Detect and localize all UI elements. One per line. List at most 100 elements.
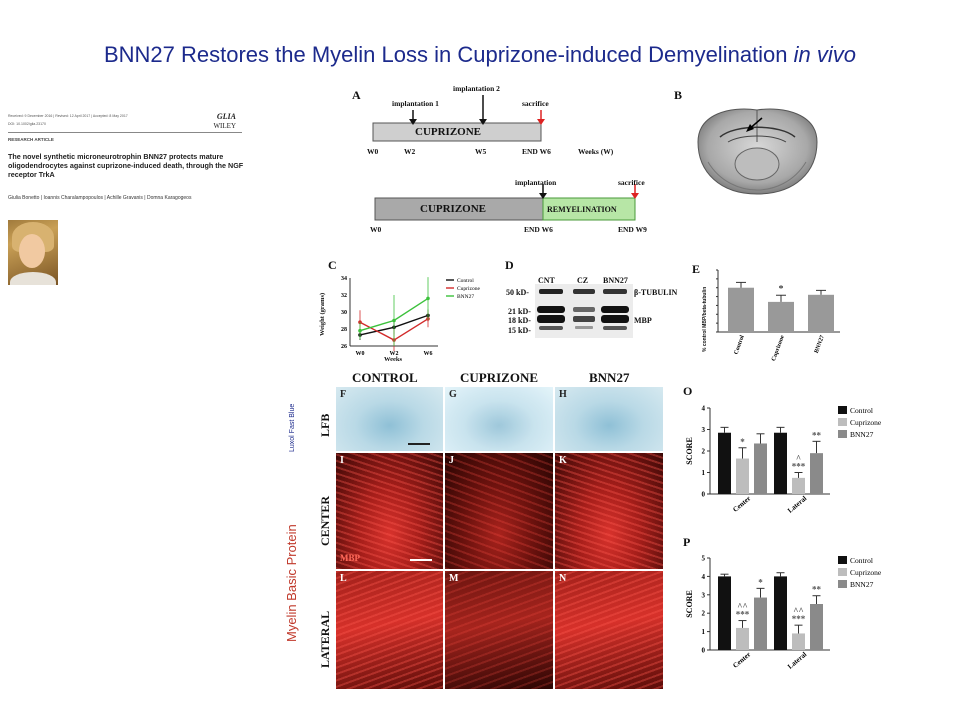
x-tick-label: BNN27 <box>814 335 826 355</box>
publisher-logo: WILEY <box>213 122 236 130</box>
legend-label: BNN27 <box>850 580 874 589</box>
significance-mark: ^^ <box>737 602 747 612</box>
paper-title: The novel synthetic microneurotrophin BN… <box>8 152 244 179</box>
panel-a-letter: A <box>352 88 361 102</box>
label-beta-tubulin: β-TUBULIN <box>634 288 678 297</box>
sacrifice-1-label: sacrifice <box>522 99 549 108</box>
legend-swatch <box>838 556 847 564</box>
header-rule <box>8 132 242 133</box>
micrograph-h: H <box>555 387 663 451</box>
x-tick-label: Cuprizone <box>771 334 786 362</box>
bar-lateral-cuprizone <box>792 633 805 650</box>
paper-header: Received: 9 December 2016 | Revised: 12 … <box>8 112 252 184</box>
bar-lateral-cuprizone <box>792 477 805 494</box>
x-tick-label: Lateral <box>786 650 808 670</box>
journal-logo: GLIA <box>216 112 236 121</box>
y-tick-label: 1 <box>702 628 706 636</box>
bar-lateral-control <box>774 432 787 494</box>
significance-mark: ** <box>812 430 822 440</box>
bar-center-control <box>718 432 731 494</box>
article-type: RESEARCH ARTICLE <box>8 137 54 142</box>
bar-cuprizone <box>768 301 794 332</box>
mbp-bar-chart: Control * Cuprizone BNN27 <box>716 269 840 362</box>
tick2-end-w9: END W9 <box>618 225 647 234</box>
row-label-lfb: LFB <box>318 413 332 437</box>
micrograph-j: J <box>445 453 553 569</box>
y-tick-label: 0 <box>702 647 706 655</box>
significance-mark: * <box>758 577 763 587</box>
y-tick-label: 2 <box>702 448 706 456</box>
western-blot-image <box>535 284 633 338</box>
y-axis-label: SCORE <box>685 437 694 465</box>
micrograph-l: L <box>336 571 443 689</box>
x-tick-label: Lateral <box>786 494 808 514</box>
legend-label: Control <box>457 278 474 284</box>
bar-center-bnn27 <box>754 597 767 650</box>
bar-center-cuprizone <box>736 627 749 650</box>
y-tick-label: 26 <box>341 344 347 350</box>
bar-lateral-control <box>774 576 787 650</box>
cuprizone-label-2: CUPRIZONE <box>420 203 487 215</box>
significance-mark: * <box>779 284 784 295</box>
y-tick-label: 32 <box>341 293 347 299</box>
marker-18kd: 18 kD- <box>508 316 531 325</box>
bar-lateral-bnn27 <box>810 604 823 650</box>
remyelination-label: REMYELINATION <box>547 205 617 214</box>
chart-c-ylabel: Weight (grams) <box>319 292 326 336</box>
panel-b-letter: B <box>674 88 683 102</box>
y-tick-label: 1 <box>702 469 706 477</box>
lane-bnn27: BNN27 <box>603 276 628 285</box>
micrograph-k: K <box>555 453 663 569</box>
title-italic: in vivo <box>793 42 857 67</box>
cuprizone-label-1: CUPRIZONE <box>415 126 482 138</box>
lane-cz: CZ <box>577 276 589 285</box>
marker-21kd: 21 kD- <box>508 307 531 316</box>
y-tick-label: 30 <box>341 310 347 316</box>
micrograph-m: M <box>445 571 553 689</box>
tick-w5: W5 <box>475 147 487 156</box>
title-main: BNN27 Restores the Myelin Loss in Cupriz… <box>103 42 788 67</box>
implantation-label-2: implantation <box>515 178 557 187</box>
legend-label: Cuprizone <box>850 418 882 427</box>
micrograph-n: N <box>555 571 663 689</box>
panel-a-timeline <box>372 95 639 221</box>
chart-e-ylabel: % control MBP/beta-tubulin <box>702 286 708 352</box>
micrograph-f: F <box>336 387 443 451</box>
slide-title: BNN27 Restores the Myelin Loss in Cupriz… <box>0 42 960 68</box>
paper-doi: DOI: 10.1002/glia.23170 <box>8 122 46 126</box>
implantation-1-label: implantation 1 <box>392 99 439 108</box>
y-tick-label: 5 <box>702 555 706 563</box>
bar-bnn27 <box>808 294 834 332</box>
cuprizone-bar-1 <box>372 122 542 142</box>
bar-center-control <box>718 576 731 650</box>
side-label-luxol: Luxol Fast Blue <box>289 403 296 452</box>
data-point <box>392 318 396 323</box>
x-tick-label: Center <box>731 494 752 513</box>
sacrifice-2-label: sacrifice <box>618 178 645 187</box>
x-tick-label: Control <box>733 334 746 355</box>
micrograph-g: G <box>445 387 553 451</box>
legend-label: BNN27 <box>457 294 474 300</box>
side-label-mbp: Myelin Basic Protein <box>284 524 299 642</box>
panel-d-letter: D <box>505 258 514 272</box>
col-header-cuprizone: CUPRIZONE <box>460 370 539 385</box>
x-tick-label: W0 <box>356 351 365 357</box>
legend-label: Control <box>850 406 873 415</box>
legend-swatch <box>838 418 847 426</box>
chart-c-xlabel: Weeks <box>384 356 403 363</box>
x-tick-label: Center <box>731 650 752 669</box>
micrograph-i: I MBP <box>336 453 443 569</box>
x-tick-label: W6 <box>424 351 433 357</box>
y-tick-label: 4 <box>702 405 706 413</box>
legend-swatch <box>838 430 847 438</box>
bar-center-bnn27 <box>754 443 767 494</box>
significance-mark: ^^ <box>793 606 803 616</box>
marker-50kd: 50 kD- <box>506 288 529 297</box>
col-header-control: CONTROL <box>352 370 418 385</box>
data-point <box>426 296 430 301</box>
legend-swatch <box>838 568 847 576</box>
tick2-w0: W0 <box>370 225 382 234</box>
panel-o-letter: O <box>683 384 693 398</box>
remyelination-bar <box>542 197 636 221</box>
